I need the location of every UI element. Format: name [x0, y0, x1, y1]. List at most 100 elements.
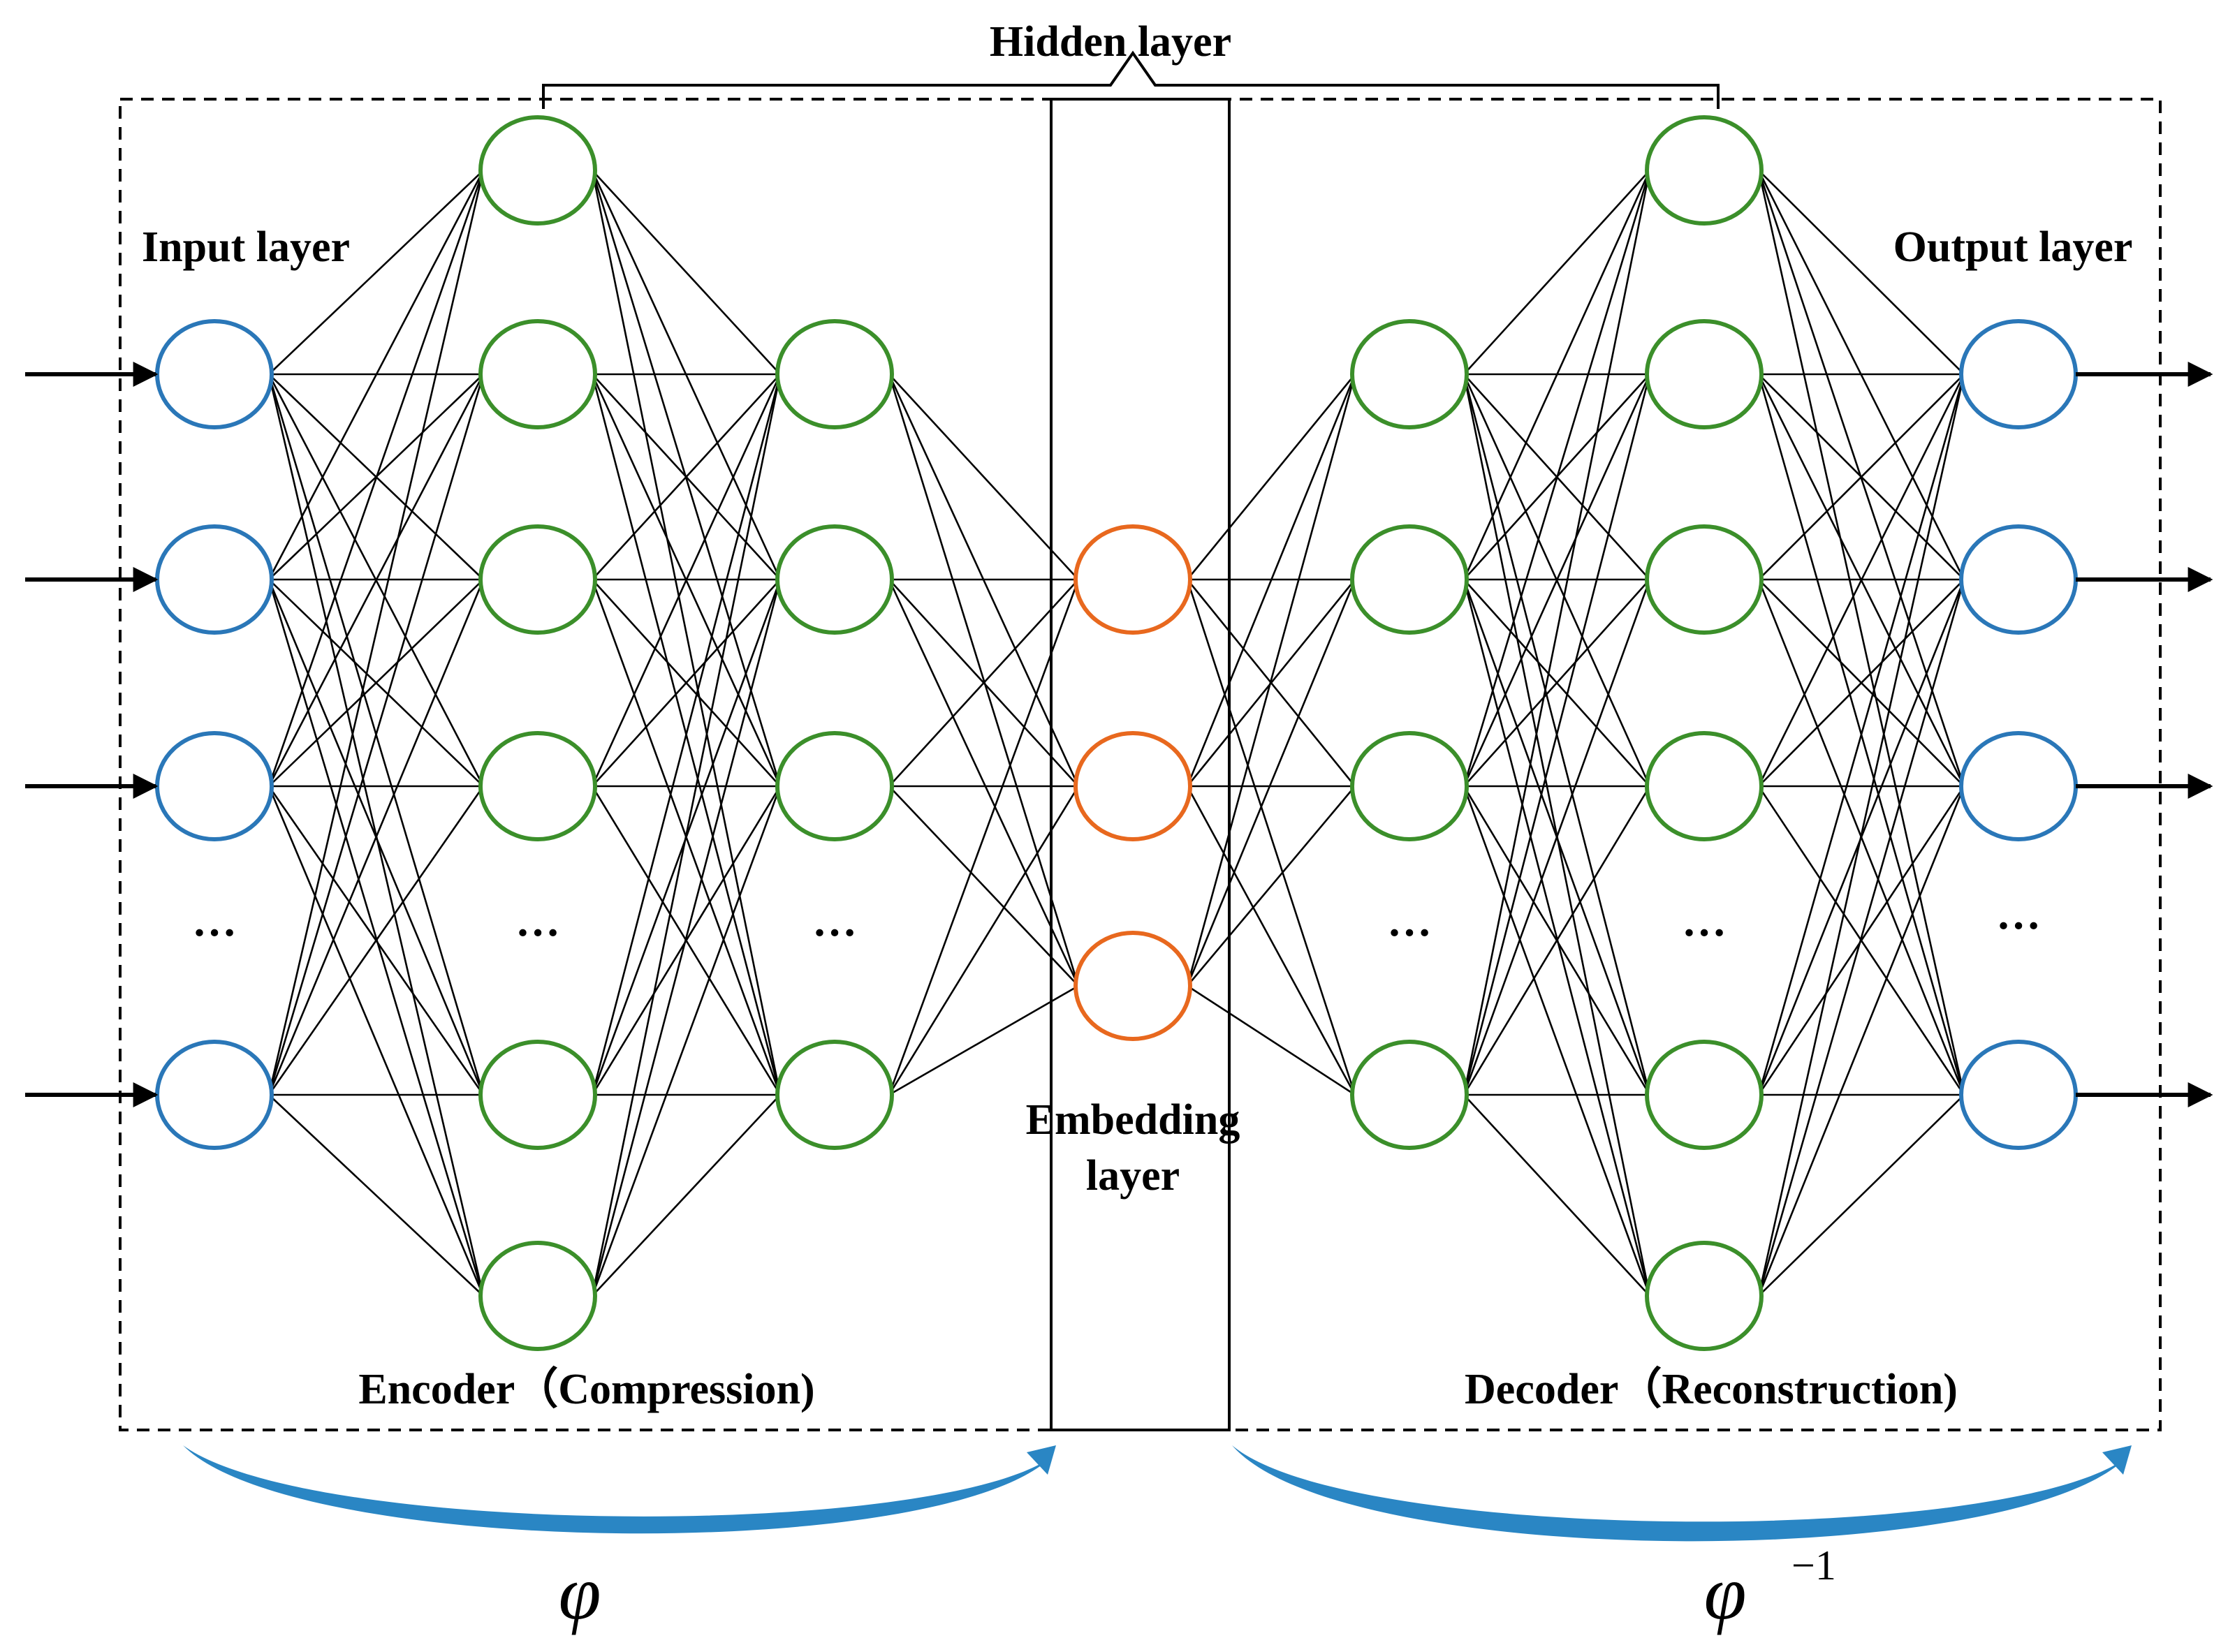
connection-line — [592, 170, 781, 375]
hidden-node — [478, 115, 597, 226]
connection-line — [888, 579, 1079, 787]
connection-line — [1186, 374, 1356, 580]
connection-line — [1463, 579, 1650, 787]
encoder-box — [119, 98, 1231, 1431]
layer-ellipsis: … — [1387, 896, 1432, 945]
input-layer-label: Input layer — [142, 223, 350, 271]
input-node — [155, 731, 274, 841]
connection-line — [267, 170, 485, 1096]
embedding-layer-label-line2: layer — [1086, 1152, 1180, 1200]
connection-line — [1463, 1094, 1650, 1297]
connection-line — [1463, 170, 1651, 1096]
connection-line — [268, 170, 484, 375]
connection-line — [888, 579, 1080, 987]
connection-line — [267, 786, 485, 1297]
connection-line — [1186, 579, 1356, 1096]
hidden-node — [478, 1241, 597, 1351]
connection-line — [268, 579, 484, 787]
connection-line — [592, 579, 781, 787]
connection-line — [888, 374, 1079, 580]
hidden-node — [478, 1040, 597, 1150]
connection-line — [267, 786, 485, 1096]
layer-ellipsis: … — [1996, 889, 2041, 938]
connection-line — [1758, 374, 1965, 580]
hidden-node — [775, 1040, 894, 1150]
connection-line — [1463, 170, 1651, 580]
connection-line — [1186, 374, 1356, 987]
hidden-node — [775, 319, 894, 429]
embedding-column-border — [1050, 99, 1231, 1431]
layer-ellipsis: … — [1682, 896, 1727, 945]
decoder-mapping-arc — [1232, 1445, 2126, 1542]
encoder-mapping-arrowhead — [1027, 1445, 1056, 1475]
input-node — [155, 1040, 274, 1150]
connection-line — [888, 374, 1080, 987]
connection-line — [1758, 170, 1965, 375]
layer-ellipsis: … — [515, 896, 560, 945]
connection-line — [1186, 579, 1356, 987]
hidden-node — [1645, 1040, 1764, 1150]
connection-line — [888, 786, 1079, 987]
connection-line — [1463, 170, 1650, 375]
connection-line — [1187, 786, 1356, 987]
hidden-node — [1645, 319, 1764, 429]
connection-line — [1463, 170, 1651, 787]
connection-line — [592, 374, 781, 580]
output-node — [1959, 1040, 2078, 1150]
layer-ellipses: ……………… — [192, 889, 2041, 945]
connection-line — [591, 579, 782, 1297]
connection-line — [267, 374, 485, 787]
connection-line — [267, 374, 485, 1096]
output-node — [1959, 731, 2078, 841]
hidden-node — [1350, 731, 1469, 841]
embedding-node — [1073, 931, 1192, 1041]
hidden-node — [478, 524, 597, 635]
hidden-node — [1350, 524, 1469, 635]
connection-line — [1757, 170, 1965, 1096]
neurons — [155, 115, 2078, 1351]
hidden-node — [478, 731, 597, 841]
connection-line — [1463, 579, 1651, 1096]
connection-line — [591, 374, 782, 1297]
hidden-node — [775, 731, 894, 841]
connection-line — [268, 1094, 484, 1297]
connection-line — [591, 170, 782, 1096]
connection-line — [591, 786, 782, 1297]
connection-line — [1757, 374, 1965, 787]
connection-line — [267, 170, 485, 580]
hidden-layer-bracket — [542, 50, 1720, 109]
connection-line — [1757, 579, 1965, 1297]
connection-line — [888, 984, 1079, 1096]
connection-line — [267, 170, 485, 787]
embedding-node — [1073, 731, 1192, 841]
encoder-label: Encoder（Compression) — [358, 1364, 814, 1413]
connection-line — [1758, 1094, 1965, 1297]
connection-line — [1186, 374, 1356, 787]
connection-line — [1757, 374, 1965, 1297]
connections — [267, 170, 1965, 1297]
connection-line — [591, 374, 782, 787]
hidden-node — [1645, 731, 1764, 841]
phi-inverse-exponent: −1 — [1791, 1542, 1836, 1588]
embedding-node — [1073, 524, 1192, 635]
connection-line — [1758, 579, 1965, 787]
input-node — [155, 319, 274, 429]
connection-line — [1463, 579, 1651, 1297]
connection-line — [591, 170, 782, 787]
connection-line — [888, 786, 1080, 1096]
hidden-node — [1350, 319, 1469, 429]
hidden-node — [775, 524, 894, 635]
embedding-layer-label-line1: Embedding — [1026, 1096, 1240, 1144]
hidden-node — [1645, 1241, 1764, 1351]
connection-line — [1186, 786, 1356, 1096]
encoder-mapping-arc — [183, 1445, 1050, 1534]
hidden-node — [1350, 1040, 1469, 1150]
hidden-node — [1645, 524, 1764, 635]
output-layer-label: Output layer — [1893, 223, 2133, 271]
connection-line — [1463, 374, 1651, 787]
connection-line — [1463, 786, 1651, 1096]
connection-line — [888, 579, 1080, 1096]
connection-line — [1463, 786, 1651, 1297]
connection-line — [267, 579, 485, 1297]
hidden-node — [478, 319, 597, 429]
